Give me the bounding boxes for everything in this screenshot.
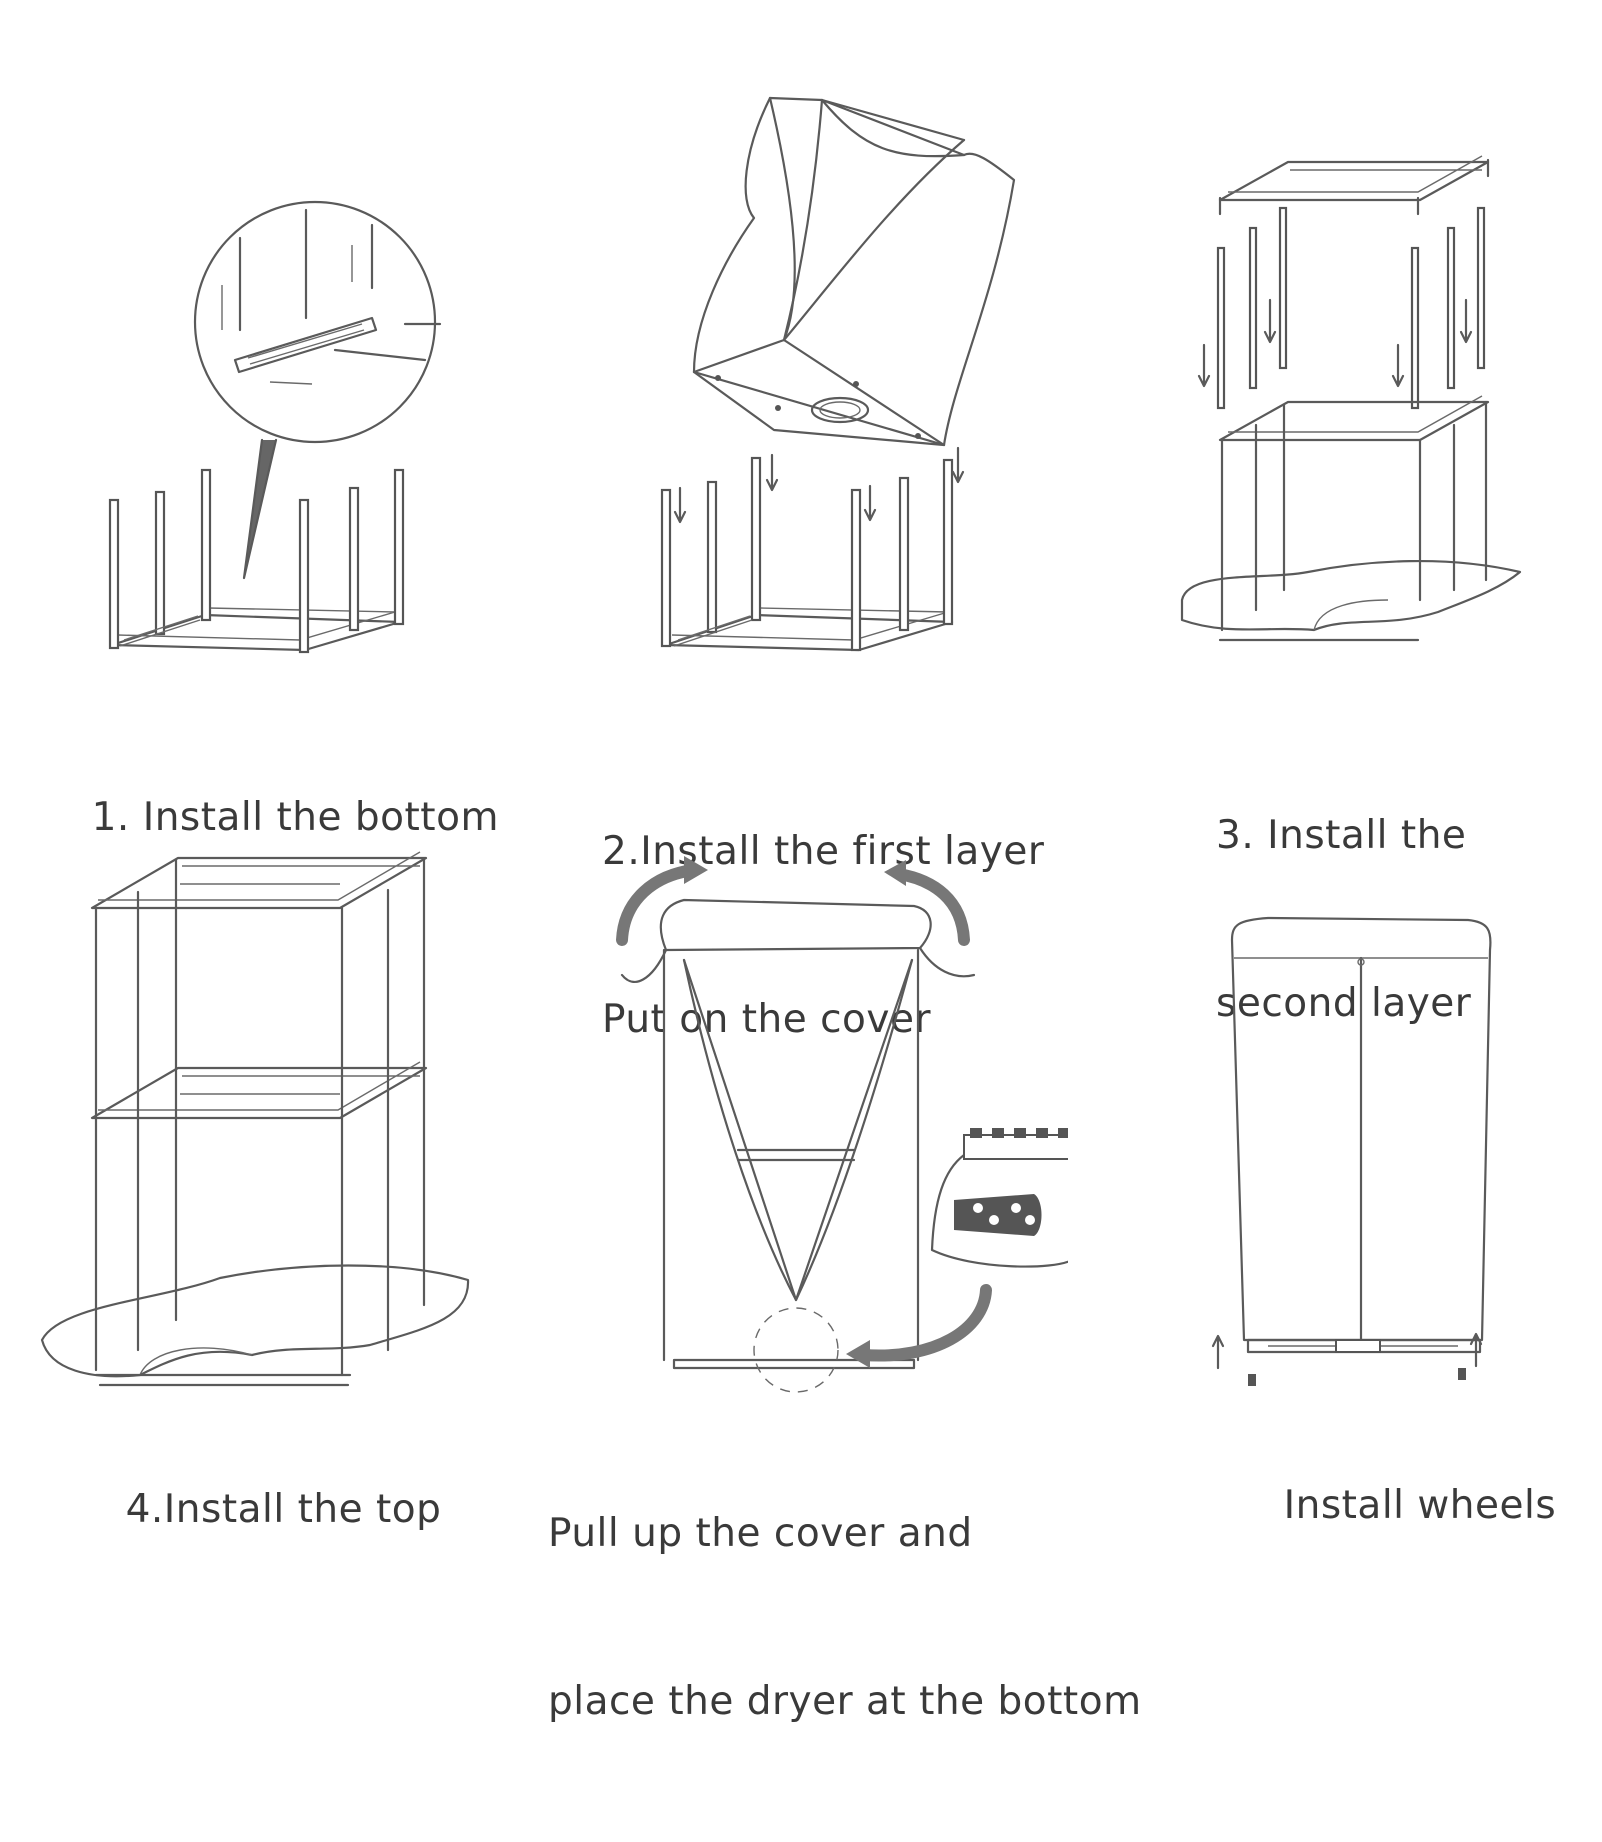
step-6-panel: Install wheels (1068, 800, 1602, 1602)
step-5-dryer-unit (930, 1128, 1068, 1268)
step-2-panel: 2.Install the first layer Put on the cov… (534, 0, 1068, 1042)
step-5-caption-line-1: Pull up the cover and (548, 1511, 973, 1556)
step-5-illustration (616, 856, 1068, 1393)
step-1-illustration (108, 200, 442, 654)
step-6-wheels (1211, 1332, 1483, 1386)
step-4-panel: 4.Install the top (0, 800, 534, 1602)
step-6-caption: Install wheels (1232, 1422, 1556, 1590)
step-3-poles (1197, 206, 1486, 410)
step-4-caption-line-1: 4.Install the top (125, 1487, 442, 1532)
step-3-caption: 3. Install the second layer (1216, 696, 1471, 1144)
step-3-illustration (1180, 155, 1522, 642)
step-3-panel: 3. Install the second layer (1068, 0, 1602, 1026)
step-2-caption-line-2: Put on the cover (602, 997, 932, 1042)
step-2-illustration (660, 96, 1016, 652)
step-4-caption: 4.Install the top (74, 1426, 441, 1594)
step-6-wardrobe (1230, 916, 1492, 1354)
step-4-illustration (40, 851, 470, 1387)
step-1-panel: 1. Install the bottom (0, 0, 534, 840)
step-5-panel: Pull up the cover and place the dryer at… (534, 800, 1141, 1724)
step-3-caption-line-1: 3. Install the (1216, 813, 1467, 858)
step-6-illustration (1211, 916, 1492, 1386)
step-5-cover (620, 898, 976, 1393)
step-2-frame (660, 446, 965, 652)
step-1-frame (108, 468, 405, 654)
step-4-frame (40, 851, 470, 1387)
step-3-first-layer-frame (1180, 395, 1522, 642)
step-2-caption-line-1: 2.Install the first layer (602, 829, 1045, 874)
step-3-top-frame (1218, 155, 1490, 216)
step-1-caption: 1. Install the bottom (40, 734, 499, 902)
step-2-cover (692, 96, 1016, 447)
step-5-caption-line-2: place the dryer at the bottom (548, 1679, 1142, 1724)
step-3-caption-line-2: second layer (1216, 981, 1472, 1026)
step-1-caption-line-1: 1. Install the bottom (91, 795, 499, 840)
step-5-caption: Pull up the cover and place the dryer at… (548, 1394, 1142, 1842)
step-6-caption-line-1: Install wheels (1283, 1483, 1557, 1528)
step-2-caption: 2.Install the first layer Put on the cov… (602, 712, 1044, 1160)
